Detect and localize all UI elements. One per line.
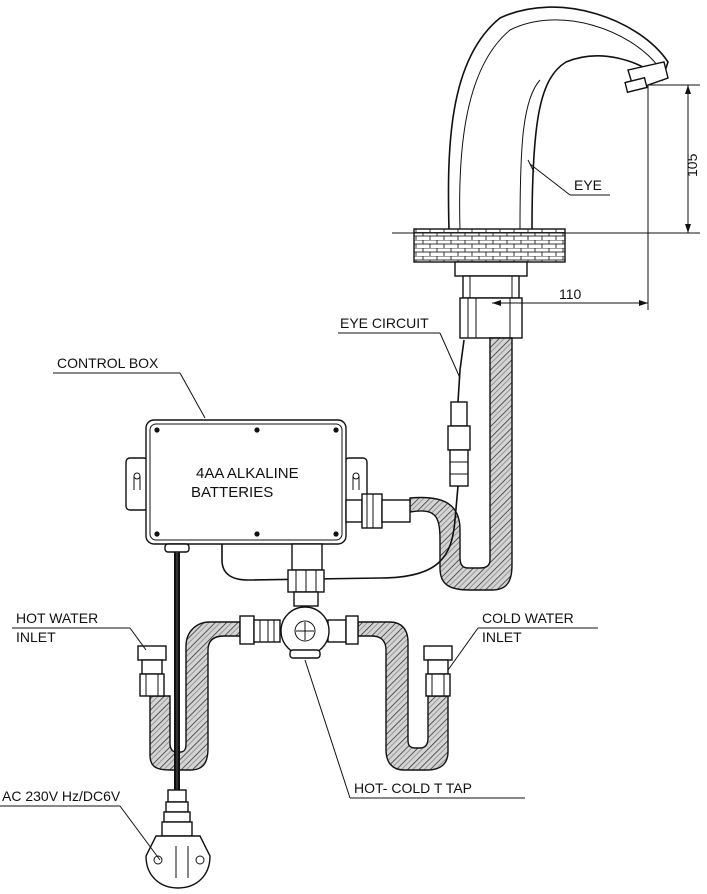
control-box: 4AA ALKALINE BATTERIES — [125, 419, 411, 571]
eye-sensor — [527, 159, 535, 173]
outlet-hose — [409, 337, 513, 591]
t-tap-label: HOT- COLD T TAP — [354, 780, 472, 796]
cold-water-label-line2: INLET — [482, 629, 522, 645]
batteries-label-line1: 4AA ALKALINE — [196, 465, 299, 482]
t-tap-callout: HOT- COLD T TAP — [304, 659, 525, 799]
eye-circuit-callout: EYE CIRCUIT — [338, 315, 461, 379]
power-plug — [145, 789, 211, 889]
eye-callout: EYE — [529, 163, 610, 196]
aerator — [624, 61, 669, 94]
batteries-label-line2: BATTERIES — [191, 484, 273, 501]
hot-water-label-line2: INLET — [16, 629, 56, 645]
eye-circuit-wire — [221, 339, 471, 581]
cold-inlet-valve — [423, 645, 453, 697]
control-box-label: CONTROL BOX — [57, 355, 159, 371]
dimension-110-label: 110 — [559, 286, 582, 302]
hot-water-label-line1: HOT WATER — [16, 610, 98, 626]
cold-water-callout: COLD WATER INLET — [447, 610, 598, 671]
countertop — [413, 228, 566, 263]
dimension-105-label: 105 — [684, 153, 700, 177]
faucet — [447, 6, 669, 231]
hot-inlet-valve — [137, 645, 167, 697]
t-tap — [239, 569, 359, 659]
power-label: AC 230V Hz/DC6V — [2, 788, 121, 804]
eye-label: EYE — [574, 177, 602, 193]
faucet-base-fittings — [454, 261, 528, 339]
dimension-110: 110 — [492, 85, 649, 310]
control-box-callout: CONTROL BOX — [53, 355, 206, 419]
power-callout: AC 230V Hz/DC6V — [0, 788, 161, 861]
eye-circuit-label: EYE CIRCUIT — [340, 315, 429, 331]
dimension-105: 105 — [648, 84, 700, 233]
cold-water-label-line1: COLD WATER — [482, 610, 574, 626]
hot-water-callout: HOT WATER INLET — [12, 610, 147, 651]
